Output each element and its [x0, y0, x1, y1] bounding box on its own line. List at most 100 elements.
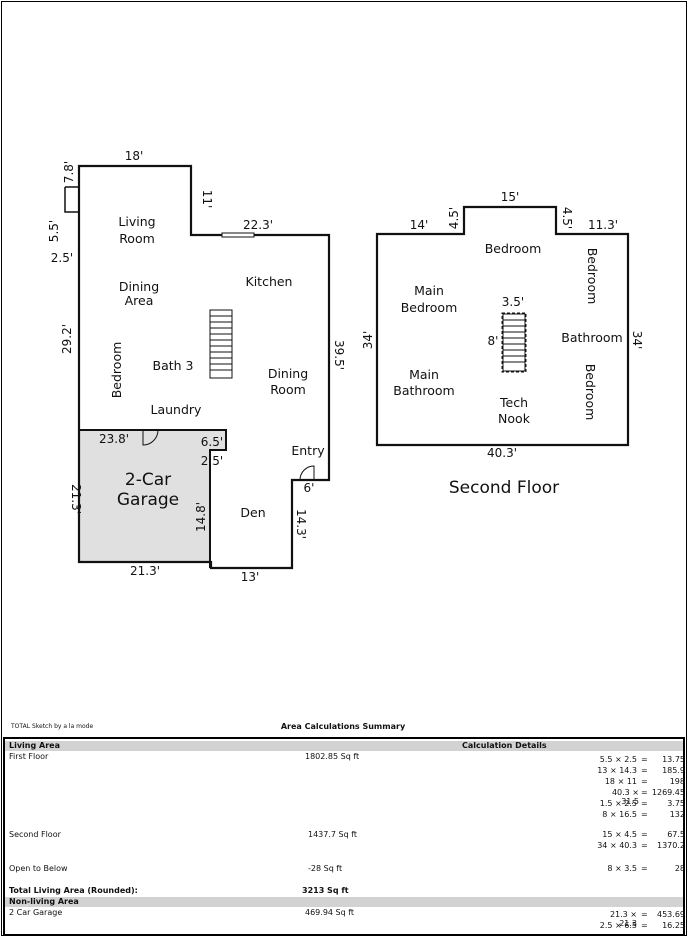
calc-eq: = [641, 864, 648, 873]
dim-step-right: 11' [200, 190, 214, 209]
dim-garage-left: 21.3' [69, 484, 83, 514]
dim-entry-step: 6' [304, 481, 315, 495]
tech-nook-label-2: Nook [498, 411, 531, 426]
main-bathroom-label-2: Bathroom [393, 383, 454, 398]
calc-expr: 2.5 × 6.5 [599, 921, 637, 930]
dim-top: 18' [125, 149, 144, 163]
second-floor-plan: Bedroom Bedroom Main Bedroom Bathroom Ma… [361, 190, 644, 498]
dim-left-side: 29.2' [60, 324, 74, 354]
calc-value: 453.69 [657, 910, 685, 919]
dim-right: 34' [630, 331, 644, 350]
second-floor-area: 1437.7 Sq ft [308, 830, 358, 839]
second-floor-outline [375, 205, 630, 447]
dim-garage-notch-h: 2.5' [201, 454, 223, 468]
living-room-label-1: Living [118, 214, 155, 229]
calc-value: 13.75 [662, 755, 685, 764]
calc-eq: = [641, 830, 648, 839]
area-summary-table: Living Area Calculation Details First Fl… [3, 737, 685, 936]
dining-area-label-2: Area [125, 293, 154, 308]
calc-value: 185.9 [662, 766, 685, 775]
calc-eq: = [641, 788, 648, 797]
garage-door-swing [142, 429, 159, 446]
living-area-header: Living Area [9, 741, 60, 750]
main-bedroom-label-1: Main [414, 283, 444, 298]
dim-kitchen-top: 22.3' [243, 218, 273, 232]
calc-value: 198 [669, 777, 685, 786]
garage-summary-area: 469.94 Sq ft [305, 908, 355, 917]
calc-eq: = [641, 799, 648, 808]
dim-step2: 4.5' [560, 207, 574, 229]
bathroom-label: Bathroom [561, 330, 622, 345]
software-credit: TOTAL Sketch by a la mode [11, 723, 94, 730]
calc-expr: 13 × 14.3 [597, 766, 637, 775]
open-below-label: Open to Below [9, 864, 68, 873]
entry-door-swing [299, 465, 315, 481]
non-living-header: Non-living Area [9, 897, 79, 906]
garage-walls [79, 429, 227, 568]
calc-value: 3.75 [667, 799, 685, 808]
dim-den-right: 14.3' [294, 509, 308, 539]
dim-bump-height: 2.5' [51, 251, 73, 265]
dining-area-label-1: Dining [119, 279, 159, 294]
calc-expr: 34 × 40.3 [597, 841, 637, 850]
calc-eq: = [641, 755, 648, 764]
dim-garage-bottom: 21.3' [130, 564, 160, 578]
first-floor-bump [64, 186, 79, 213]
calc-details-header: Calculation Details [462, 741, 547, 750]
calc-eq: = [641, 777, 648, 786]
calc-eq: = [641, 921, 648, 930]
calc-eq: = [641, 841, 648, 850]
garage-label-1: 2-Car [125, 470, 171, 490]
second-floor-title: Second Floor [449, 478, 559, 498]
calc-value: 1370.2 [657, 841, 685, 850]
calc-expr: 21.3 × 21.3 [609, 910, 637, 928]
bath3-label: Bath 3 [153, 358, 194, 373]
calc-eq: = [641, 766, 648, 775]
dim-stair-width: 3.5' [502, 295, 524, 309]
total-living-label: Total Living Area (Rounded): [9, 886, 138, 895]
calc-expr: 8 × 3.5 [607, 864, 637, 873]
calc-expr: 15 × 4.5 [602, 830, 637, 839]
first-floor-stairs [209, 309, 233, 379]
kitchen-label: Kitchen [246, 274, 293, 289]
calc-value: 67.5 [667, 830, 685, 839]
open-below-area: -28 Sq ft [308, 864, 343, 873]
bedroom-top-label: Bedroom [485, 241, 542, 256]
den-label: Den [240, 505, 265, 520]
calc-value: 16.25 [662, 921, 685, 930]
non-living-header-row: Non-living Area [5, 897, 683, 907]
window [221, 232, 255, 238]
dim-right-side: 39.5' [332, 340, 346, 370]
dim-top-mid: 15' [501, 190, 520, 204]
summary-title: Area Calculations Summary [280, 722, 406, 731]
bedroom-right-bottom-label: Bedroom [583, 364, 598, 421]
calc-value: 132 [669, 810, 685, 819]
dim-den-bottom: 13' [241, 570, 260, 584]
calc-expr: 18 × 11 [604, 777, 637, 786]
calc-expr: 8 × 16.5 [602, 810, 637, 819]
first-floor-label: First Floor [9, 752, 49, 761]
calc-value: 1269.45 [651, 788, 685, 797]
first-floor-outline [77, 164, 331, 570]
living-area-header-row: Living Area Calculation Details [5, 741, 683, 751]
garage-area [80, 431, 226, 562]
dim-bottom: 40.3' [487, 446, 517, 460]
calc-expr: 5.5 × 2.5 [599, 755, 637, 764]
first-floor-plan: Living Room Dining Area Kitchen Bedroom … [47, 149, 346, 584]
bedroom-label: Bedroom [109, 342, 124, 399]
garage-label-2: Garage [117, 490, 179, 510]
bedroom-right-top-label: Bedroom [585, 248, 600, 305]
living-room-label-2: Room [119, 231, 155, 246]
dim-step1: 4.5' [447, 207, 461, 229]
total-living-area: 3213 Sq ft [302, 886, 349, 895]
dim-garage-notch: 6.5' [201, 435, 223, 449]
dim-garage-top: 23.8' [99, 432, 129, 446]
garage-summary-label: 2 Car Garage [9, 908, 63, 917]
dim-step-left: 7.8' [62, 161, 76, 183]
dining-room-label-1: Dining [268, 366, 308, 381]
entry-label: Entry [291, 443, 325, 458]
calc-expr: 40.3 × 31.5 [611, 788, 639, 806]
calc-eq: = [641, 810, 648, 819]
main-bedroom-label-2: Bedroom [401, 300, 458, 315]
dim-garage-inner: 14.8' [194, 502, 208, 532]
